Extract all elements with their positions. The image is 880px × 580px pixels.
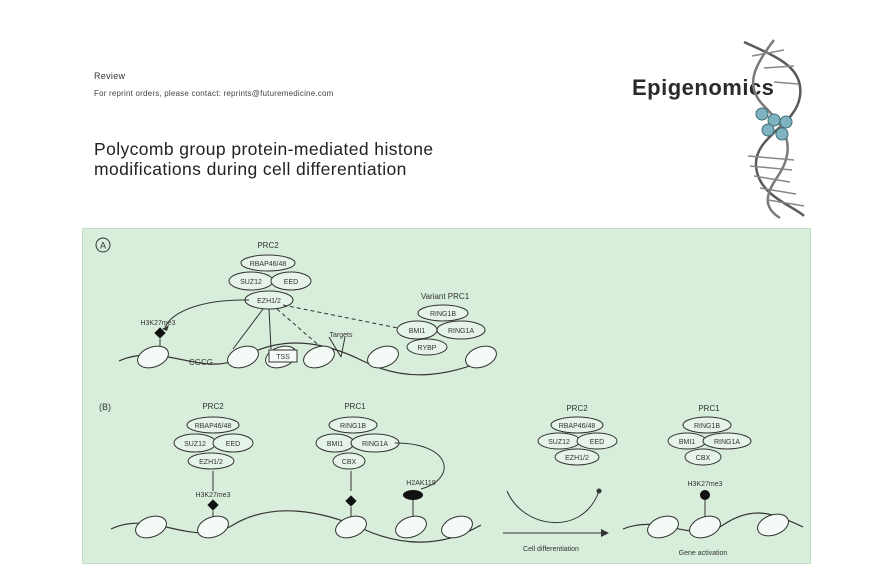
svg-text:RING1B: RING1B [694, 423, 720, 430]
panel-b-prc2-left: PRC2 RBAP46/48 SUZ12 EED EZH1/2 [173, 402, 254, 470]
panel-a-dna-label: CGCG [189, 358, 213, 367]
panel-a-prc2-title: PRC2 [257, 241, 279, 250]
svg-text:EZH1/2: EZH1/2 [199, 459, 223, 466]
svg-text:PRC2: PRC2 [202, 402, 224, 411]
svg-text:RING1B: RING1B [340, 423, 366, 430]
panel-a-variant-prc1-complex: Variant PRC1 RING1B BMI1 RING1A RYBP [396, 292, 486, 356]
figure-panel: A PRC2 RBAP46/48 SUZ12 EED EZH1/2 [82, 228, 811, 564]
svg-text:PRC2: PRC2 [566, 404, 588, 413]
svg-text:RBAP46/48: RBAP46/48 [195, 423, 232, 430]
panel-b-mark-right: H3K27me3 [687, 481, 722, 488]
svg-text:A: A [100, 241, 106, 251]
svg-text:EED: EED [590, 439, 604, 446]
article-title: Polycomb group protein-mediated histone … [94, 139, 614, 179]
svg-text:RBAP46/48: RBAP46/48 [559, 423, 596, 430]
svg-text:SUZ12: SUZ12 [184, 441, 206, 448]
panel-b-mark-mid: H2AK119 [406, 480, 436, 487]
panel-a-variant-prc1-top: RING1B [430, 311, 456, 318]
panel-a-prc2-bottom: EZH1/2 [257, 298, 281, 305]
panel-a-variant-prc1-right: RING1A [448, 328, 474, 335]
svg-text:PRC1: PRC1 [698, 404, 720, 413]
panel-b-right-label: Gene activation [679, 550, 728, 557]
article-type-label: Review [94, 71, 126, 81]
panel-a-prc2-right: EED [284, 279, 298, 286]
panel-b-mark-left: H3K27me3 [195, 492, 230, 499]
panel-a-tss-label: TSS [276, 354, 290, 361]
svg-text:BMI1: BMI1 [327, 441, 343, 448]
svg-text:BMI1: BMI1 [679, 439, 695, 446]
panel-b-label: (B) [99, 402, 111, 412]
panel-b-ubiquitin-icon [403, 490, 423, 500]
panel-a-prc2-left: SUZ12 [240, 279, 262, 286]
svg-text:SUZ12: SUZ12 [548, 439, 570, 446]
panel-a-variant-prc1-bottom: RYBP [418, 345, 437, 352]
journal-name: Epigenomics [632, 75, 775, 100]
panel-a-mark-label: H3K27me3 [140, 320, 175, 327]
panel-b-left-methyl-icon [207, 499, 219, 511]
panel-b-right-nucleosomes [647, 513, 789, 539]
panel-a-prc2-complex: PRC2 RBAP46/48 SUZ12 EED EZH1/2 [228, 241, 312, 310]
svg-text:EED: EED [226, 441, 240, 448]
title-line-2: modifications during cell differentiatio… [94, 159, 407, 179]
panel-b-right-mark-icon [700, 490, 710, 500]
figure-diagram: A PRC2 RBAP46/48 SUZ12 EED EZH1/2 [95, 237, 804, 557]
panel-b-mid-methyl-icon [345, 495, 357, 507]
differentiation-arrow-icon [601, 529, 609, 537]
panel-a-variant-prc1-title: Variant PRC1 [421, 292, 470, 301]
panel-a-variant-prc1-left: BMI1 [409, 328, 425, 335]
svg-text:PRC1: PRC1 [344, 402, 366, 411]
panel-a-prc2-top: RBAP46/48 [250, 261, 287, 268]
svg-text:CBX: CBX [342, 459, 357, 466]
title-line-1: Polycomb group protein-mediated histone [94, 139, 434, 159]
dna-helix-logo-icon [743, 39, 805, 220]
reprint-citation: For reprint orders, please contact: repr… [94, 89, 334, 98]
svg-text:EZH1/2: EZH1/2 [565, 455, 589, 462]
panel-b-left-nucleosomes [135, 515, 473, 539]
svg-text:CBX: CBX [696, 455, 711, 462]
panel-b-prc1-mid: PRC1 RING1B BMI1 RING1A CBX [315, 402, 400, 470]
panel-a-target-label: Targets [330, 332, 353, 339]
panel-b-arrow-label: Cell differentiation [523, 546, 579, 553]
panel-b-prc2-right: PRC2 RBAP46/48 SUZ12 EED EZH1/2 [537, 404, 618, 466]
panel-b-prc1-right: PRC1 RING1B BMI1 RING1A CBX [667, 404, 752, 466]
svg-text:RING1A: RING1A [362, 441, 388, 448]
svg-text:RING1A: RING1A [714, 439, 740, 446]
panel-a-label: A [95, 237, 111, 253]
